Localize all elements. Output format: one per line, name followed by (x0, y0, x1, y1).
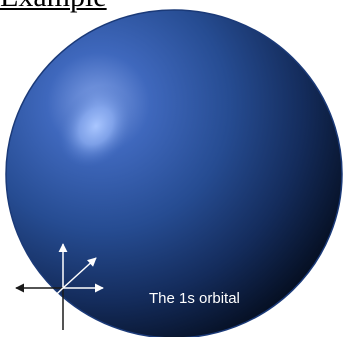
xyz-axes-icon (15, 243, 104, 330)
sphere-highlight (58, 85, 134, 167)
page-heading: Example (0, 0, 107, 12)
orbital-label: The 1s orbital (149, 290, 240, 307)
